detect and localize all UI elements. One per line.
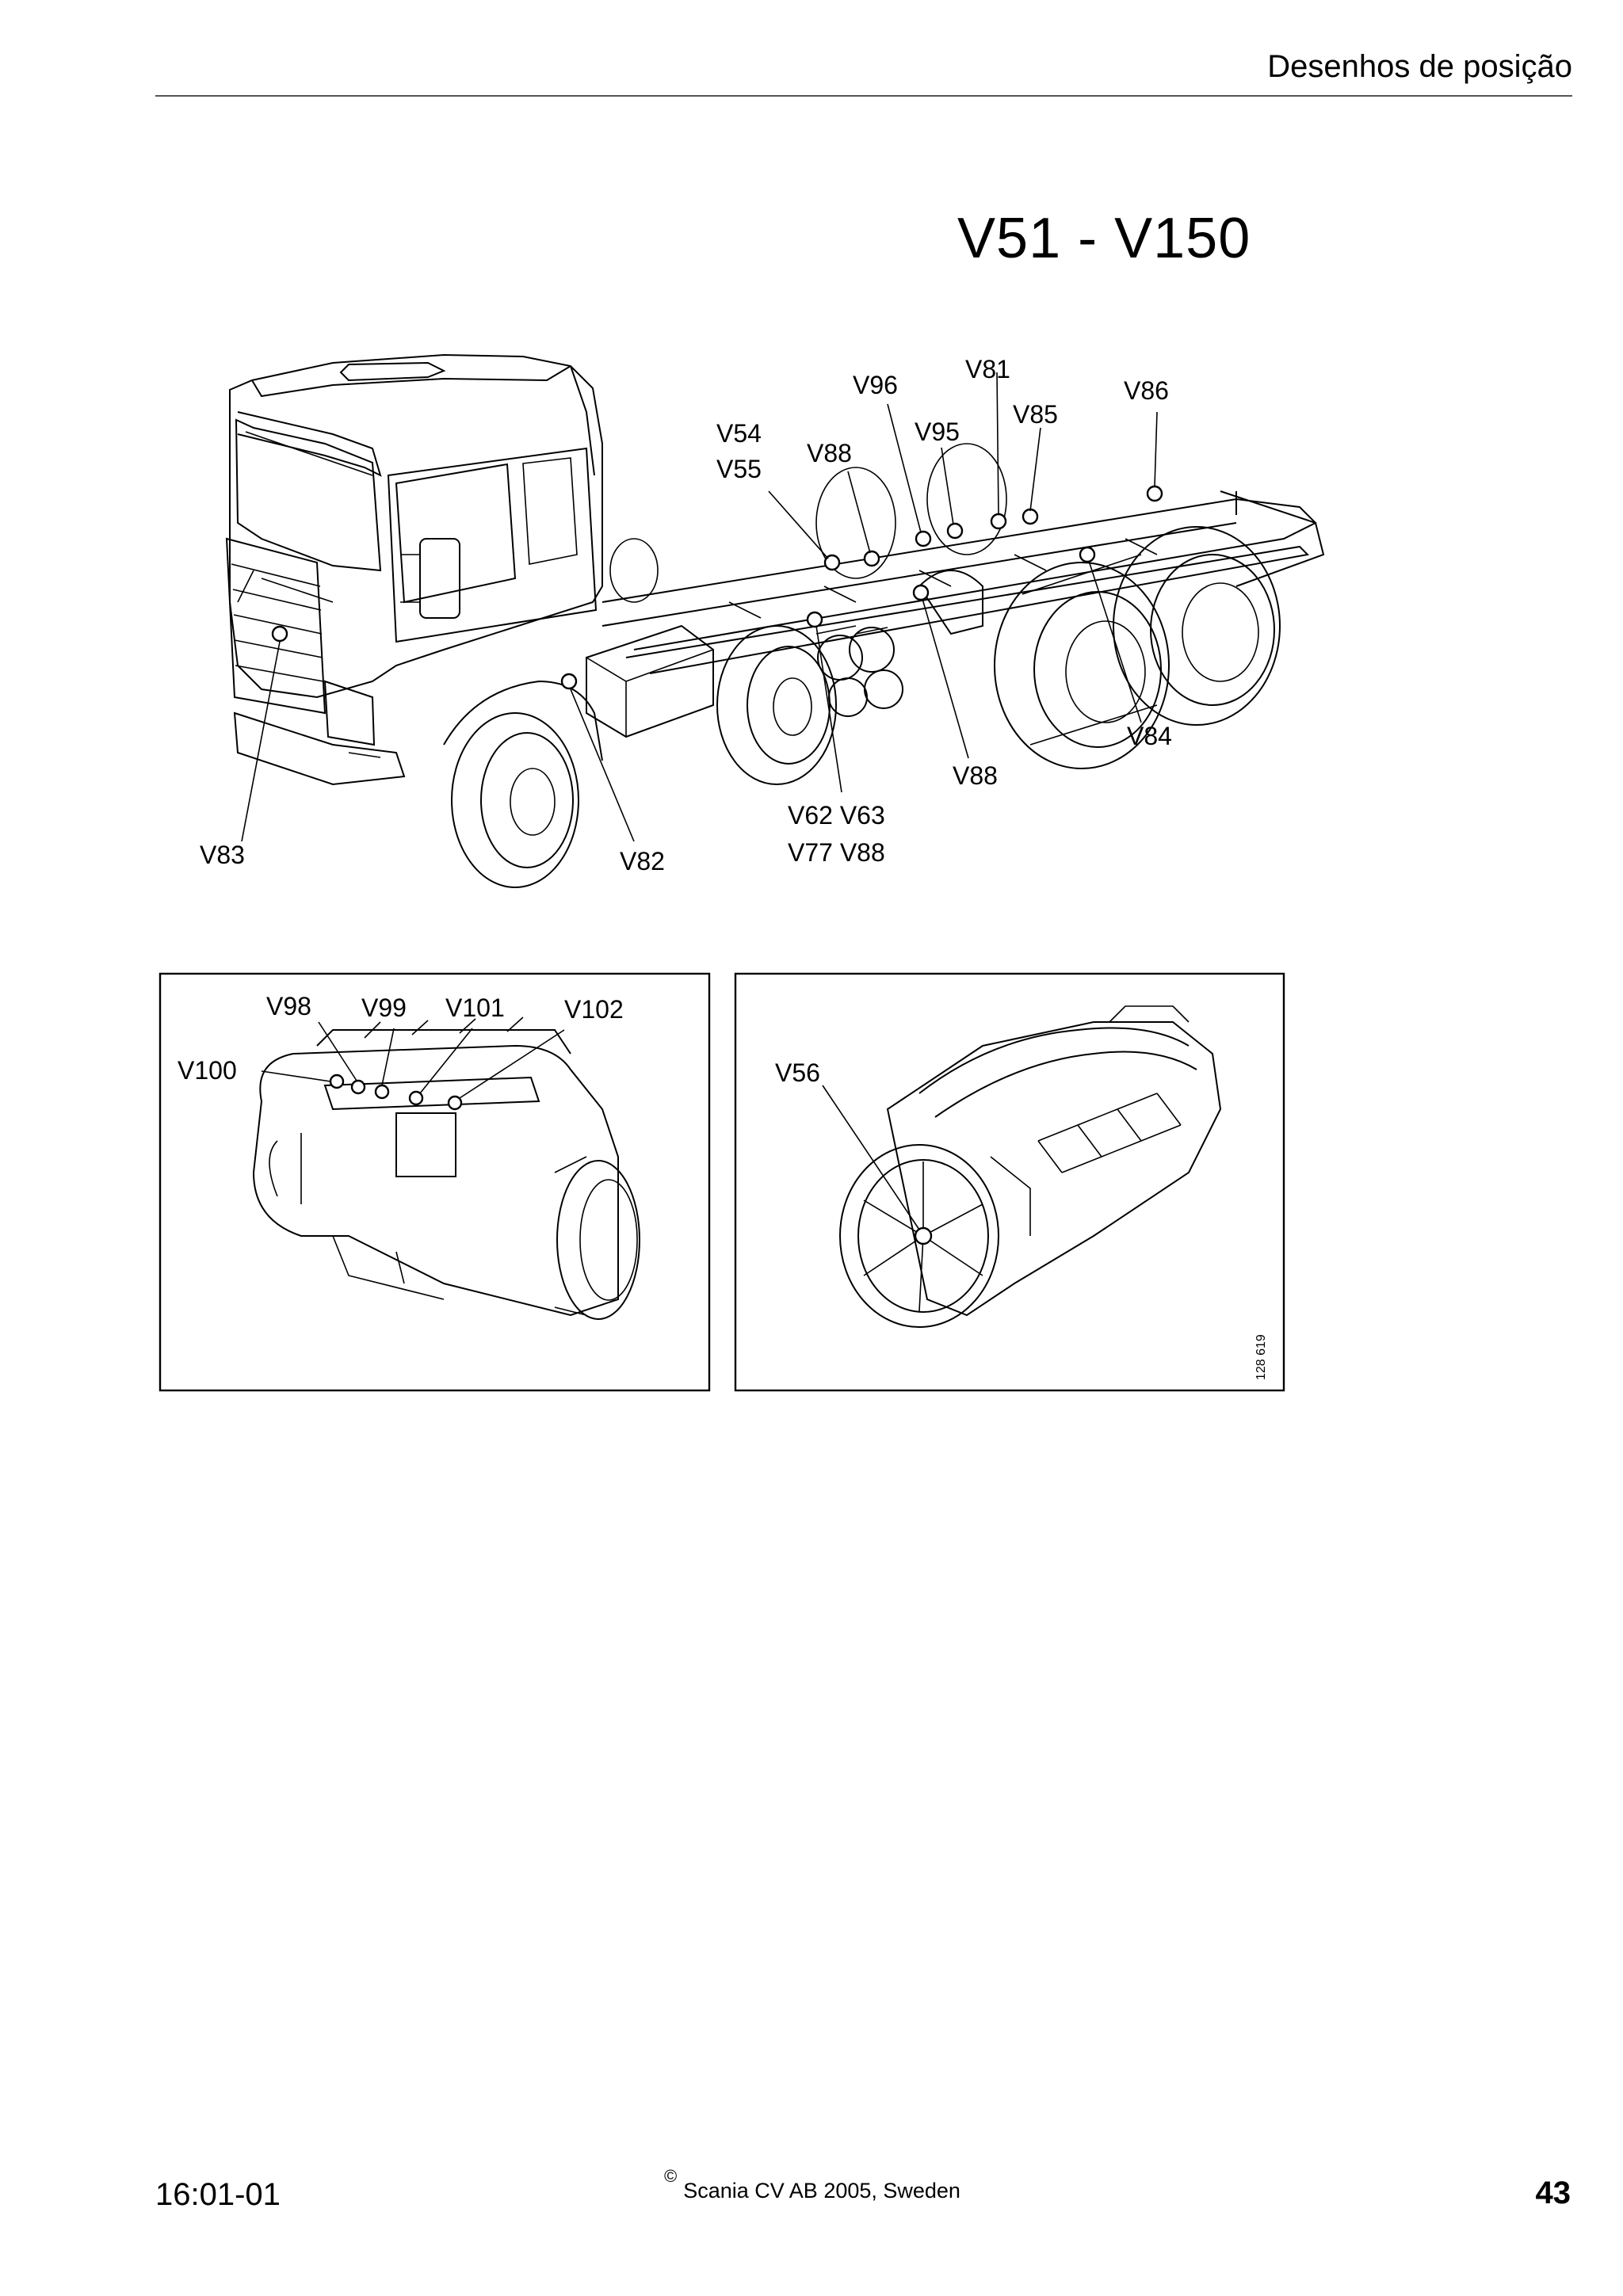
label-v88-top: V88 (807, 439, 852, 467)
marker-v85 (1022, 508, 1039, 525)
figure-number: 128 619 (1254, 1334, 1268, 1380)
inline-engine-frame (158, 972, 711, 1392)
marker-v100 (329, 1074, 345, 1089)
document-code: 16:01-01 (155, 2177, 281, 2212)
label-v86: V86 (1124, 376, 1169, 405)
marker-v88-top (863, 550, 880, 567)
label-v81: V81 (965, 355, 1010, 383)
header-rule (155, 95, 1572, 97)
copyright-symbol: © (664, 2166, 678, 2186)
label-v83: V83 (200, 841, 245, 869)
label-v84: V84 (1127, 722, 1172, 750)
marker-v88-mid (912, 584, 930, 601)
v8-engine-panel: V56 128 619 (734, 972, 1285, 1392)
inline-engine-panel: V98 V99 V101 V102 V100 (158, 972, 711, 1392)
marker-v95 (946, 522, 964, 540)
truck-drawing: V96 V81 V86 V85 V95 V54 V55 V88 V84 V88 … (200, 353, 1325, 888)
marker-v84 (1079, 546, 1096, 563)
page-title: V51 - V150 (957, 207, 1251, 270)
marker-v102 (447, 1095, 463, 1111)
label-v88-mid: V88 (953, 761, 998, 790)
marker-v99 (374, 1084, 390, 1100)
marker-v82 (560, 673, 578, 690)
label-v62-v63: V62 V63 (788, 801, 885, 830)
marker-v83 (271, 625, 288, 643)
section-header: Desenhos de posição (1267, 49, 1572, 84)
label-v99: V99 (361, 994, 407, 1022)
label-v95: V95 (915, 418, 960, 446)
v8-engine-frame (734, 972, 1285, 1392)
label-v55: V55 (716, 455, 762, 483)
label-v102: V102 (564, 995, 624, 1024)
marker-v62-group (806, 611, 823, 628)
page-number: 43 (1535, 2176, 1571, 2210)
label-v85: V85 (1013, 400, 1058, 429)
marker-v86 (1146, 485, 1163, 502)
marker-v54-v55 (823, 554, 841, 571)
marker-v81 (990, 513, 1007, 530)
label-v82: V82 (620, 847, 665, 875)
copyright-text: Scania CV AB 2005, Sweden (683, 2179, 960, 2203)
label-v54: V54 (716, 419, 762, 448)
copyright: ©Scania CV AB 2005, Sweden (664, 2166, 960, 2203)
marker-v98 (350, 1079, 366, 1095)
label-v98: V98 (266, 992, 311, 1020)
label-v77-v88: V77 V88 (788, 838, 885, 867)
marker-v101 (408, 1090, 424, 1106)
marker-v56 (914, 1226, 933, 1245)
marker-v96 (915, 530, 932, 547)
label-v101: V101 (445, 994, 505, 1022)
label-v100: V100 (178, 1056, 237, 1085)
label-v96: V96 (853, 371, 898, 399)
label-v56: V56 (775, 1058, 820, 1087)
